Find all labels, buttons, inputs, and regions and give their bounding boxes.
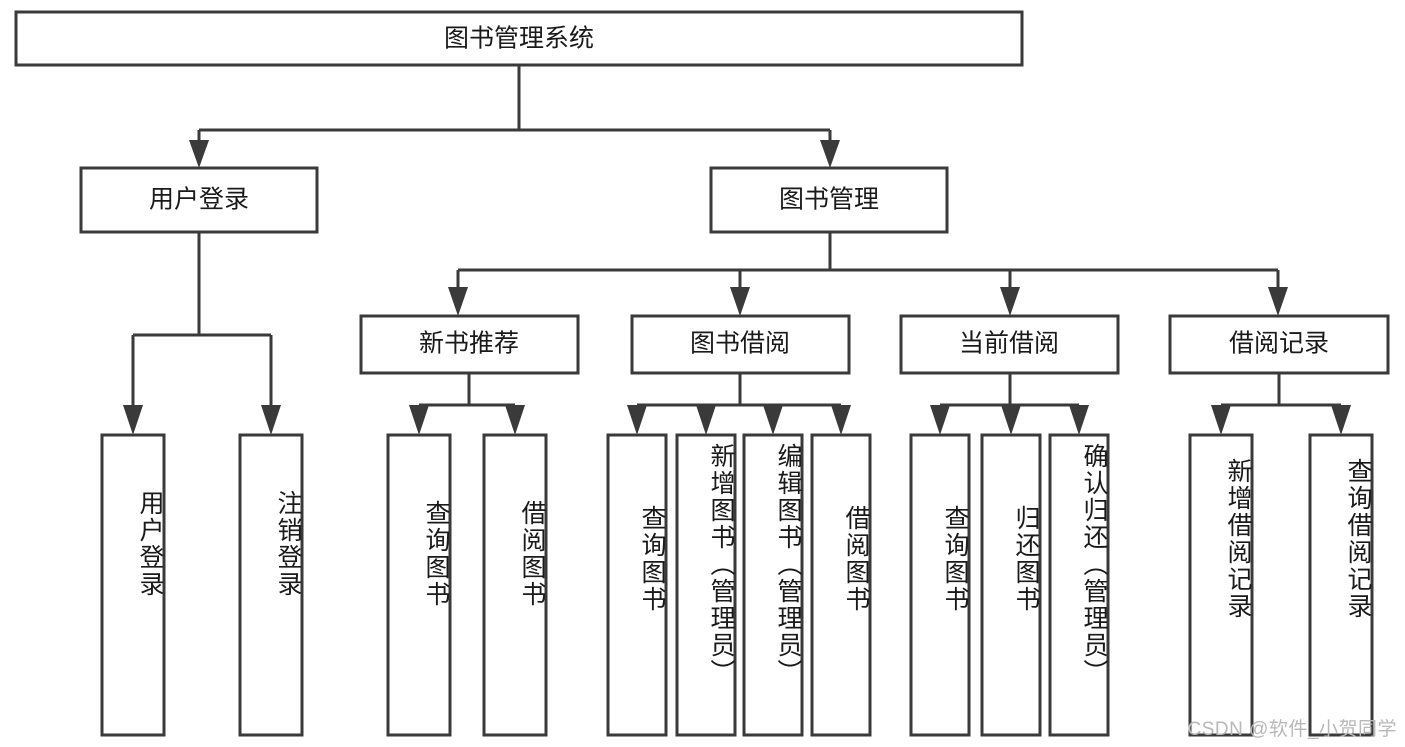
node-user-login[interactable] [79,166,319,234]
node-book-borrow-label: 图书借阅 [690,330,790,358]
arrow-to-confirm-return-admin [1069,405,1089,435]
node-confirm-return-admin[interactable] [1048,433,1110,737]
arrow-to-edit-book-admin [763,405,783,435]
arrow-to-user-login-do [123,405,143,435]
arrow-to-query-borrow-record [1331,405,1351,435]
arrow-to-query-book-1 [409,405,429,435]
node-current-borrow[interactable] [899,314,1120,375]
node-query-borrow-record[interactable] [1308,433,1374,737]
arrow-to-query-book-3 [930,405,950,435]
arrow-to-book-borrow [730,287,750,316]
node-return-book[interactable] [980,433,1042,737]
node-root-label: 图书管理系统 [444,25,594,53]
node-user-login-label: 用户登录 [149,186,249,214]
arrow-to-book-management [820,140,840,168]
node-user-logout[interactable] [238,433,304,737]
node-new-book-recommend[interactable] [359,314,580,375]
connector-layer [123,65,1351,435]
node-borrow-records[interactable] [1168,314,1390,375]
node-new-book-recommend-label: 新书推荐 [419,330,519,358]
node-root[interactable] [14,10,1024,67]
node-query-book-1[interactable] [386,433,452,737]
node-borrow-book-1[interactable] [482,433,548,737]
arrow-to-borrow-book-1 [505,405,525,435]
node-layer: 图书管理系统 用户登录 图书管理 新书推荐 图书借阅 当前借阅 借阅记录 [14,10,1390,737]
csdn-watermark: CSDN @软件_小贺同学 [1187,719,1397,740]
node-add-book-admin[interactable] [675,433,737,737]
node-borrow-book-2[interactable] [810,433,872,737]
node-current-borrow-label: 当前借阅 [959,330,1059,358]
node-book-borrow[interactable] [630,314,851,375]
node-add-borrow-record[interactable] [1188,433,1254,737]
node-query-book-2[interactable] [606,433,668,737]
arrow-to-query-book-2 [627,405,647,435]
arrow-to-user-login [189,140,209,168]
arrow-to-borrow-records [1268,287,1288,316]
arrow-to-current-borrow [1000,287,1020,316]
node-book-management[interactable] [709,166,949,234]
arrow-to-user-logout [261,405,281,435]
arrow-to-return-book [1001,405,1021,435]
node-query-book-3[interactable] [909,433,971,737]
node-book-management-label: 图书管理 [779,186,879,214]
arrow-to-borrow-book-2 [831,405,851,435]
node-edit-book-admin[interactable] [742,433,804,737]
arrow-to-add-book-admin [696,405,716,435]
node-user-login-do[interactable] [100,433,166,737]
arrow-to-new-book-recommend [448,287,468,316]
node-borrow-records-label: 借阅记录 [1229,330,1329,358]
arrow-to-add-borrow-record [1211,405,1231,435]
